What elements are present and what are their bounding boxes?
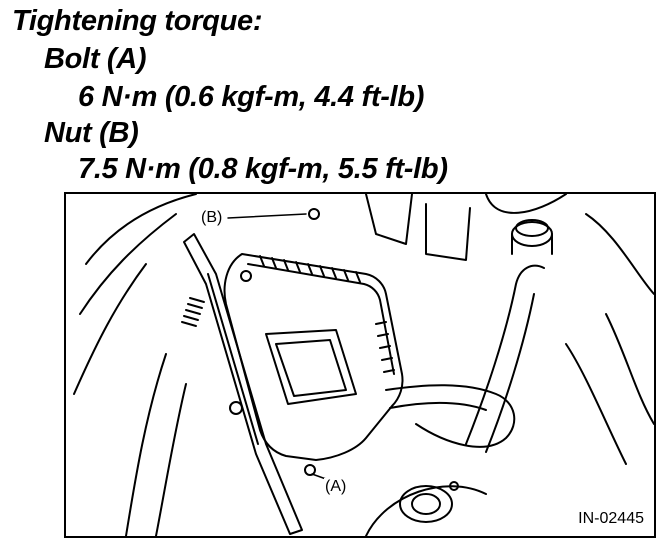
intake-duct — [265, 329, 357, 405]
nut-torque-value: 7.5 N·m (0.8 kgf-m, 5.5 ft-lb) — [78, 153, 448, 185]
air-cleaner-case — [223, 253, 404, 461]
radiator-cap — [511, 219, 553, 255]
fender-outline — [85, 194, 197, 265]
engine-bay-illustration: (B) (A) IN-02445 — [64, 192, 656, 538]
coolant-pipe — [465, 264, 545, 445]
round-component — [399, 485, 453, 523]
bolt-torque-value: 6 N·m (0.6 kgf-m, 4.4 ft-lb) — [78, 81, 425, 113]
figure-id: IN-02445 — [576, 510, 646, 528]
engine-bay-drawing — [73, 194, 654, 536]
spring-detail — [181, 297, 205, 327]
nut-label: Nut (B) — [44, 117, 139, 149]
leader-b — [227, 213, 307, 219]
case-ribs — [259, 255, 361, 283]
torque-spec-block: Tightening torque: Bolt (A) 6 N·m (0.6 k… — [0, 0, 672, 190]
bolt-a-marker — [304, 464, 316, 476]
intake-hose — [385, 384, 516, 448]
bolt-label: Bolt (A) — [44, 43, 147, 75]
callout-nut-b: (B) — [200, 209, 224, 227]
callout-bolt-a: (A) — [324, 478, 348, 496]
nut-b-marker — [308, 208, 320, 220]
torque-title: Tightening torque: — [12, 5, 263, 37]
